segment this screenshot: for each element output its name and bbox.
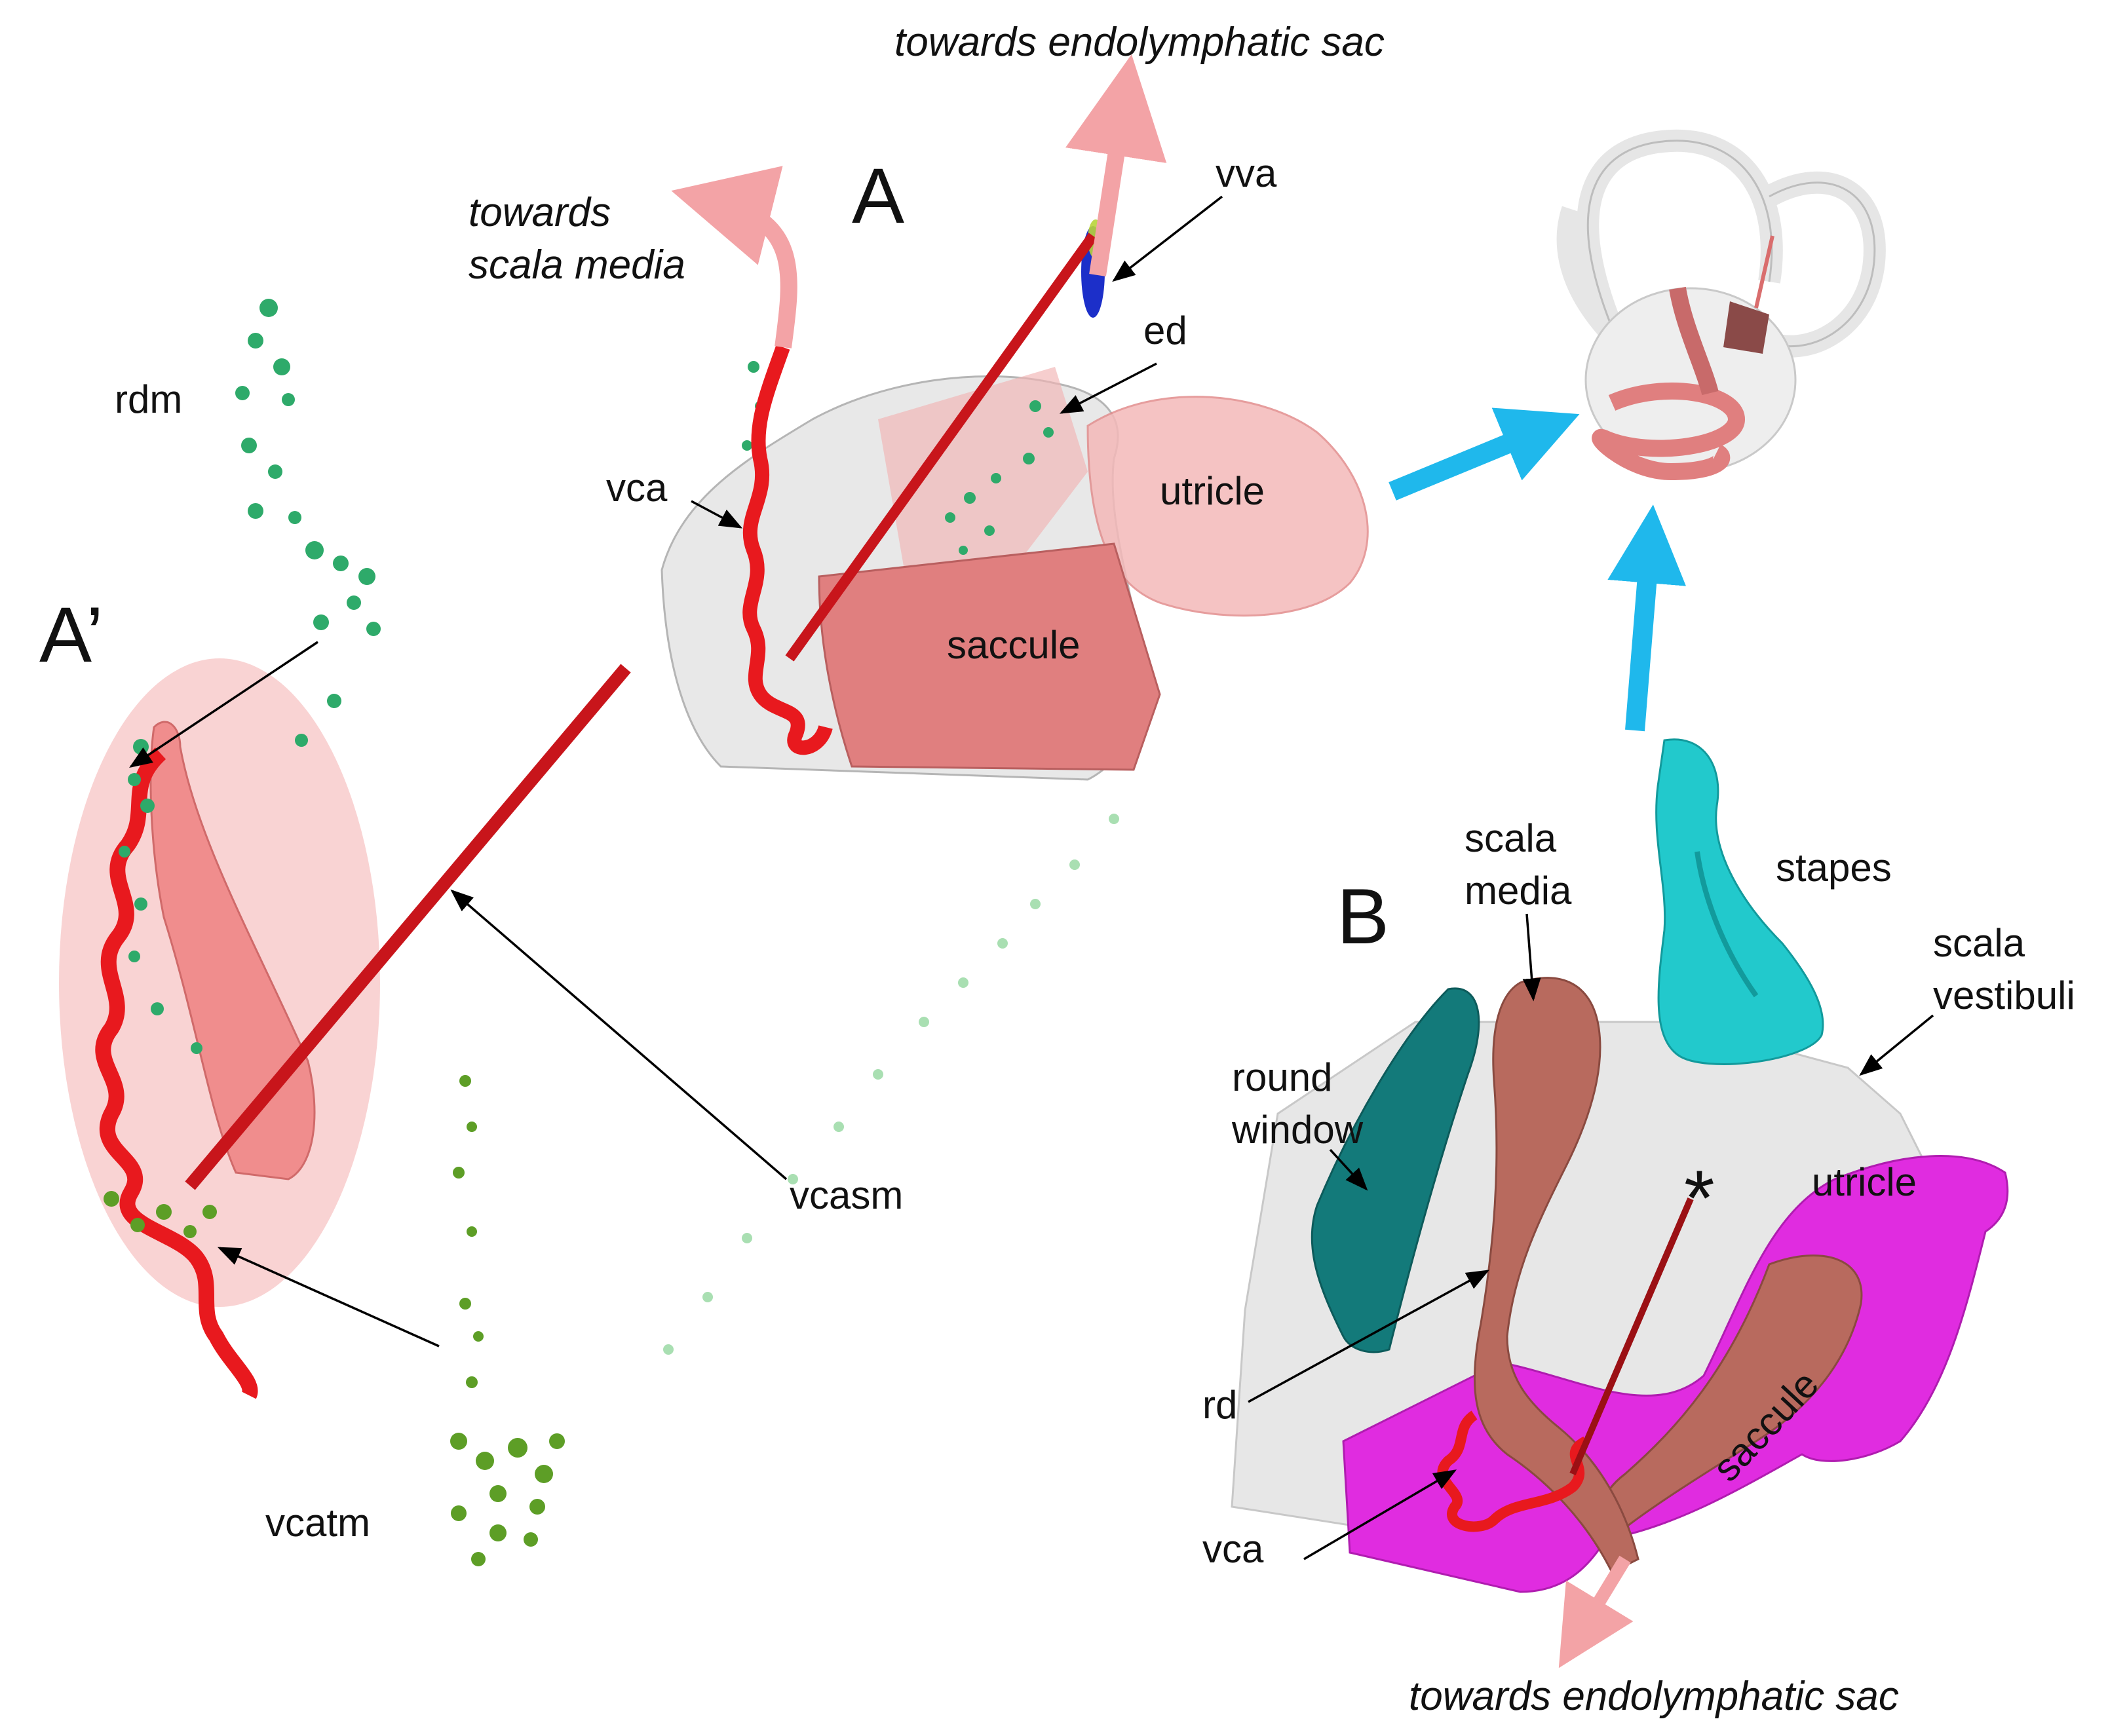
rdm-green-vessels bbox=[235, 299, 381, 747]
panel-a-prime-green-vessels bbox=[119, 739, 202, 1054]
vcatm-green-vessels bbox=[450, 1075, 565, 1566]
label-vcatm: vcatm bbox=[265, 1501, 370, 1545]
label-round-window-1: round bbox=[1232, 1055, 1332, 1099]
panel-a-render bbox=[661, 54, 1369, 781]
panel-b-thin-duct bbox=[1569, 1198, 1694, 1475]
panel-b-vca-vessel bbox=[1437, 1410, 1589, 1532]
panel-b-saccule bbox=[1601, 1255, 1863, 1534]
inner-ear-overview bbox=[1556, 129, 1886, 481]
label-vca-a: vca bbox=[606, 466, 668, 510]
label-scala-media-2: media bbox=[1465, 869, 1572, 913]
pointer-lines bbox=[129, 195, 1934, 1560]
label-towards-scala-media-2: scala media bbox=[469, 242, 685, 288]
label-saccule-a: saccule bbox=[947, 623, 1080, 667]
label-vcasm: vcasm bbox=[790, 1173, 903, 1217]
panel-a-vva-vessel bbox=[785, 233, 1098, 662]
panel-b-round-window bbox=[1311, 987, 1480, 1353]
panel-a-prime-render bbox=[59, 658, 631, 1399]
arrow-towards-endolymphatic-sac-top bbox=[1065, 54, 1167, 276]
label-towards-endolymphatic-sac-bottom: towards endolymphatic sac bbox=[1409, 1674, 1899, 1719]
cyan-arrow-from-b bbox=[1607, 504, 1686, 732]
label-utricle-b: utricle bbox=[1812, 1160, 1917, 1204]
label-ed: ed bbox=[1143, 309, 1187, 352]
label-scala-vestibuli-1: scala bbox=[1933, 921, 2025, 965]
arrow-towards-scala-media bbox=[671, 166, 797, 349]
label-vva: vva bbox=[1216, 151, 1277, 195]
panel-a-prime-vcasm-vessel bbox=[185, 664, 631, 1190]
label-scala-media-1: scala bbox=[1465, 816, 1557, 860]
label-stapes: stapes bbox=[1776, 846, 1892, 890]
label-towards-endolymphatic-sac-top: towards endolymphatic sac bbox=[894, 20, 1385, 65]
panel-b-stapes bbox=[1655, 738, 1824, 1065]
panel-label-a: A bbox=[852, 152, 904, 240]
panel-a-pink-membrane bbox=[878, 367, 1088, 609]
label-utricle-a: utricle bbox=[1160, 469, 1265, 513]
label-rdm: rdm bbox=[115, 377, 182, 421]
panel-a-prime-pink-tube bbox=[149, 721, 316, 1180]
panel-label-b: B bbox=[1337, 873, 1389, 960]
panel-b-render bbox=[1231, 738, 2009, 1669]
panel-label-a-prime: A’ bbox=[39, 591, 104, 679]
panel-a-prime-vca-coil bbox=[95, 747, 258, 1399]
overview-cochlea-coil bbox=[1592, 382, 1746, 481]
label-round-window-2: window bbox=[1231, 1108, 1364, 1152]
vcasm-pale-vessels bbox=[663, 814, 1119, 1355]
panel-a-vca-vessel bbox=[742, 345, 833, 755]
panel-b-scala-media bbox=[1473, 977, 1639, 1574]
label-vca-b: vca bbox=[1202, 1527, 1264, 1571]
arrow-towards-endolymphatic-sac-bottom bbox=[1558, 1555, 1634, 1669]
label-towards-scala-media-1: towards bbox=[469, 190, 611, 235]
label-rd: rd bbox=[1202, 1383, 1237, 1427]
cyan-arrow-from-a bbox=[1389, 407, 1580, 500]
label-asterisk: * bbox=[1684, 1154, 1715, 1242]
panel-a-prime-olive-vessels bbox=[104, 1191, 217, 1238]
label-scala-vestibuli-2: vestibuli bbox=[1933, 973, 2075, 1017]
